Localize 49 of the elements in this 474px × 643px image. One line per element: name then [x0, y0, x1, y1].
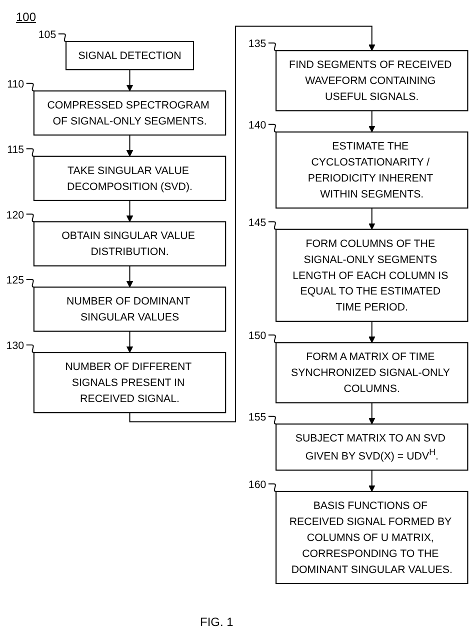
connector	[268, 416, 277, 425]
node-text: 105	[38, 28, 56, 40]
node-box: BASIS FUNCTIONS OF RECEIVED SIGNAL FORMED BY COLUMNS OF U MATRIX, CORRESPONDING TO THE DOMINANT SINGULAR VALUES.	[276, 490, 468, 584]
connector	[268, 334, 277, 344]
connector	[26, 148, 34, 157]
node-box: NUMBER OF DOMINANT SINGULAR VALUES	[33, 286, 226, 332]
node-text: 110	[7, 78, 24, 90]
connector	[268, 42, 277, 52]
connector	[26, 279, 34, 288]
node-box: NUMBER OF DIFFERENT SIGNALS PRESENT IN RECEIVED SIGNAL.	[33, 352, 226, 414]
arrow	[126, 265, 134, 288]
connector	[268, 221, 277, 230]
connector	[26, 344, 34, 354]
figure-caption: FIG. 1	[200, 615, 234, 629]
arrow	[126, 330, 134, 353]
node-text: 140	[248, 118, 266, 131]
node-box: FORM A MATRIX OF TIME SYNCHRONIZED SIGNAL-ONLY COLUMNS.	[276, 342, 468, 404]
node-text: 145	[248, 216, 266, 228]
connector	[268, 124, 277, 132]
node-box: TAKE SINGULAR VALUE DECOMPOSITION (SVD).	[33, 156, 226, 201]
arrow	[368, 208, 376, 230]
node-box: FORM COLUMNS OF THE SIGNAL-ONLY SEGMENTS LENGTH OF EACH COLUMN IS EQUAL TO THE ESTIMATED TIME PERIOD.	[276, 228, 468, 322]
node-box: COMPRESSED SPECTROGRAM OF SIGNAL-ONLY SEGMENTS.	[33, 90, 226, 136]
arrow	[126, 69, 134, 92]
node-box: OBTAIN SINGULAR VALUE DISTRIBUTION.	[33, 221, 226, 266]
arrow	[129, 26, 376, 422]
connector	[26, 214, 34, 222]
node-box: SUBJECT MATRIX TO AN SVD GIVEN BY SVD(X) = UDV$^{H}$.	[276, 424, 468, 471]
node-text: 135	[248, 37, 266, 50]
node-text: 155	[248, 410, 266, 423]
node-box: SIGNAL DETECTION	[66, 40, 194, 70]
node-text: 115	[7, 143, 24, 156]
node-box: ESTIMATE THE CYCLOSTATIONARITY / PERIODICITY INHERENT WITHIN SEGMENTS.	[276, 131, 468, 209]
node-text: 125	[6, 274, 24, 286]
connector	[26, 82, 34, 92]
connector	[268, 483, 277, 492]
arrow	[368, 402, 376, 424]
arrow	[126, 134, 134, 157]
arrow	[368, 110, 376, 132]
node-text: 130	[6, 339, 24, 352]
arrow	[368, 320, 376, 343]
figure-number: 100	[16, 10, 36, 24]
node-text: 160	[248, 478, 266, 490]
arrow	[126, 200, 134, 222]
connector	[58, 33, 67, 42]
node-box: FIND SEGMENTS OF RECEIVED WAVEFORM CONTAINING USEFUL SIGNALS.	[276, 50, 468, 112]
node-text: 150	[248, 329, 266, 342]
node-text: 120	[6, 208, 24, 221]
arrow	[368, 470, 376, 492]
